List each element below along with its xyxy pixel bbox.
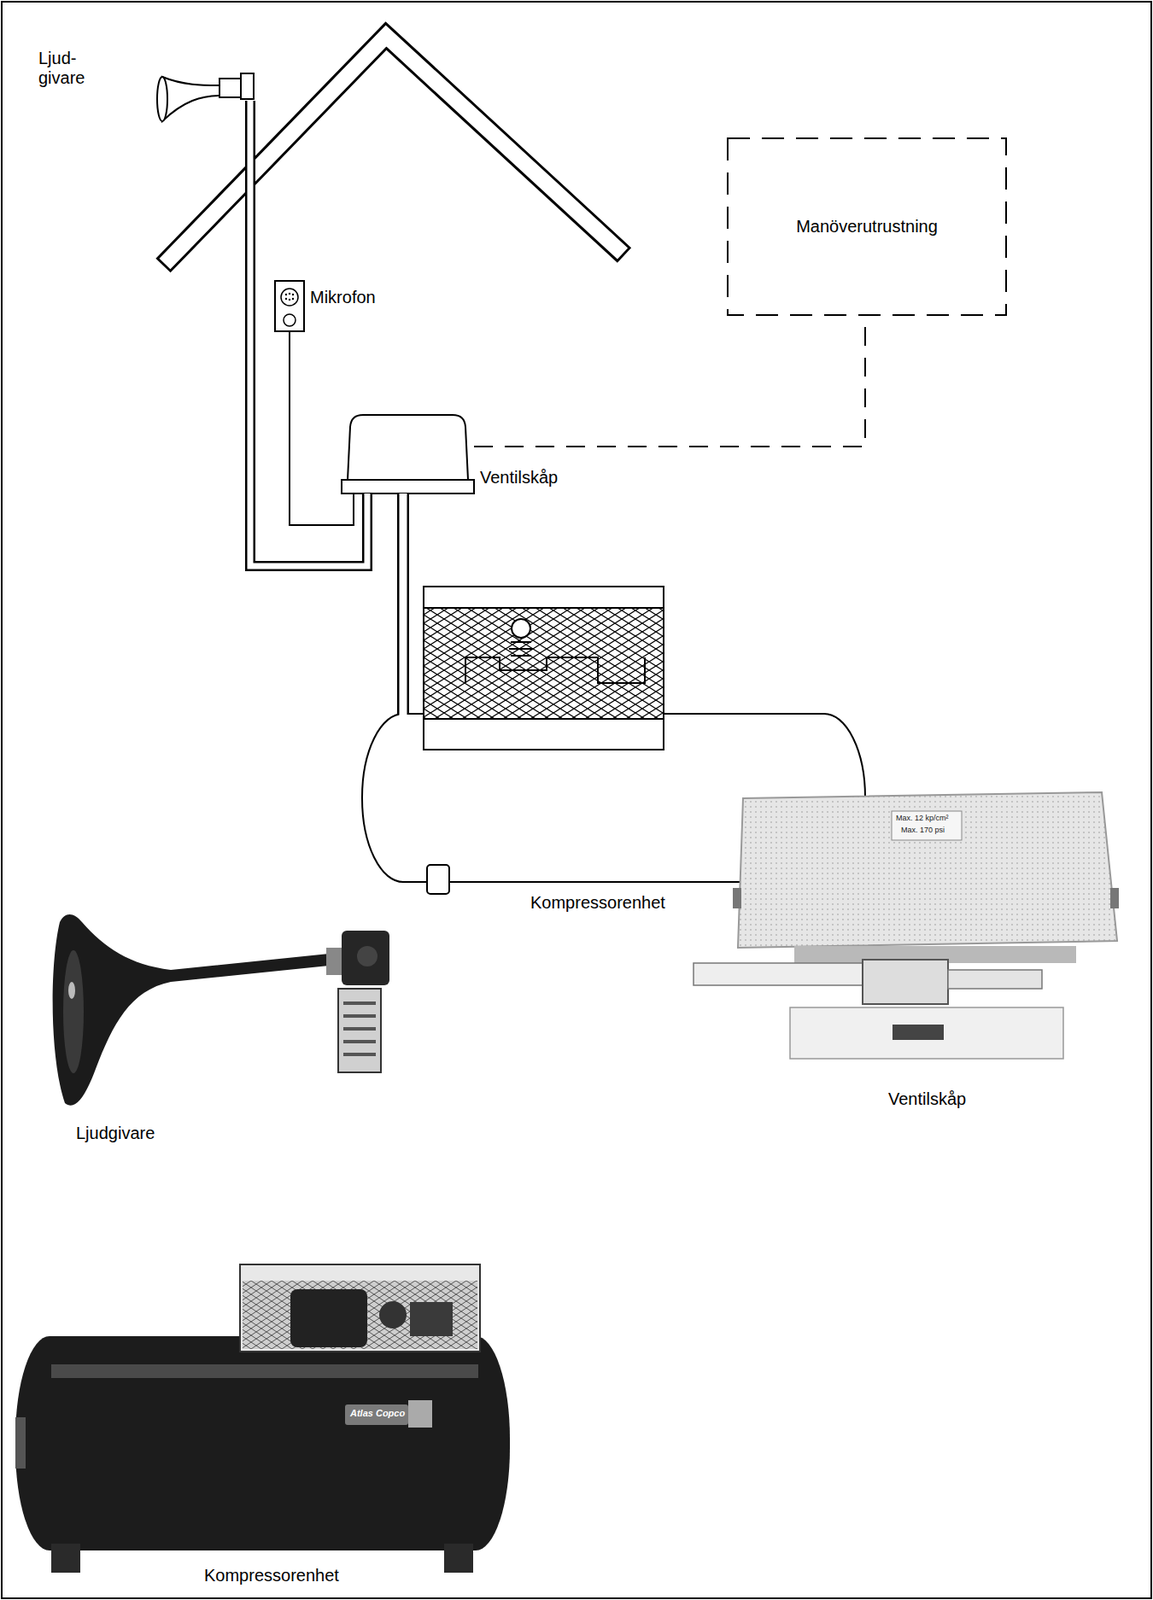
horn-drawing [240,73,254,100]
compressor-drawing [424,608,663,720]
compressor-drawing [509,642,533,656]
signal-wire [289,331,354,526]
dashed-line [474,316,866,447]
compressor-photo [408,1400,433,1429]
microphone-drawing [292,298,294,300]
valve-cabinet-drawing [341,479,475,494]
compressor-photo [15,1417,26,1470]
valve-cabinet-drawing [341,415,475,494]
compressor-photo [15,1336,510,1551]
compressor-photo [242,1281,478,1350]
horn-drawing [157,73,254,122]
compressor-drawing [427,865,450,895]
compressor-photo [239,1264,480,1352]
valve-cabinet-photo [737,792,1118,949]
horn-photo [338,989,381,1073]
compressor-drawing [423,607,664,609]
valve-cabinet-photo [891,811,962,841]
compressor-node: Kompressorenhet [362,586,866,883]
compressor-photo [290,1289,368,1348]
compressor-photo [444,1544,474,1574]
microphone-drawing [280,288,299,306]
compressor-photo [409,1302,453,1337]
horn-photo [357,946,378,967]
microphone-drawing [285,293,287,296]
compressor-drawing [423,586,664,750]
microphone-drawing [288,292,291,295]
valve-cabinet-photo [732,888,742,909]
valve-cabinet-drawing [347,415,469,480]
valve-cabinet-photo [948,970,1042,990]
microphone-drawing [288,298,291,301]
pipe-inner [399,493,408,587]
valve-cabinet-photo [1110,888,1119,909]
photo-caption: Kompressorenhet [204,1566,340,1587]
node-label: Mikrofon [310,287,376,308]
microphone-drawing [292,293,294,296]
valve-cabinet-photo [693,792,1119,1060]
node-label: Ljud- givare [38,48,85,88]
plate-text: Max. 12 kp/cm² [895,813,949,823]
photo-caption: Ljudgivare [76,1123,155,1144]
roof [163,35,625,266]
plate-text: Max. 170 psi [901,825,945,835]
valve-cabinet-photo [790,1007,1064,1060]
valve-cabinet-photo [862,959,949,1005]
horn-photo [52,914,390,1107]
pipe-inner [250,100,368,567]
photo-caption: Ventilskåp [888,1089,966,1110]
dashed-outline [727,138,1007,316]
horn-drawing [157,76,168,122]
microphone-drawing [283,314,296,327]
node-label: Ventilskåp [479,468,558,488]
compressor-photo [379,1301,407,1329]
air-pipe [250,100,368,567]
horn-drawing [162,76,221,122]
valve-cabinet-photo [892,1024,944,1041]
node-label: Manöverutrustning [795,216,938,237]
roof [164,35,623,264]
microphone-drawing [275,280,305,332]
control-line [474,316,866,447]
horn-node: Ljud- givare [153,70,257,101]
compressor-photo [345,1404,409,1426]
air-pipe [403,493,404,587]
horn-photo [63,950,84,1074]
horn-photo [68,982,76,1000]
compressor-drawing [465,657,645,684]
valve-cabinet-node: Ventilskåp [341,413,475,494]
wire-line [289,331,354,526]
roof [163,35,625,266]
control-equipment-box: Manöverutrustning [726,137,1007,317]
compressor-drawing [511,619,531,638]
brand-badge: Atlas Copco [350,1408,405,1420]
compressor-photo [51,1364,479,1379]
compressor-drawing [399,586,408,716]
horn-drawing [219,78,242,98]
compressor-photo [15,1264,510,1574]
node-label: Kompressorenhet [530,893,666,914]
microphone-node: Mikrofon [275,280,305,332]
microphone-drawing [275,280,305,332]
microphone-drawing [285,298,287,300]
valve-cabinet-photo [693,963,865,986]
compressor-drawing [423,718,664,720]
compressor-photo [51,1544,81,1574]
horn-photo [341,930,390,986]
horn-photo [52,914,338,1107]
pipe-outline [250,100,368,567]
horn-photo [343,1003,376,1055]
pipe-outline [397,493,410,587]
